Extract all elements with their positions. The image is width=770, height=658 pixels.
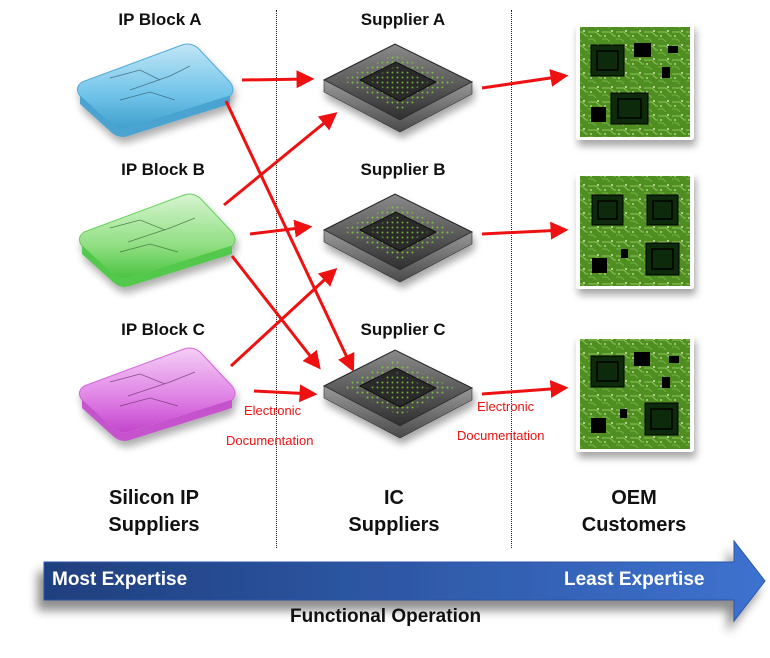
- column-oem-customers: OEM Customers: [534, 485, 734, 539]
- ip-block-b-graphic: [78, 193, 236, 287]
- supplier-b-label: Supplier B: [360, 160, 446, 179]
- arrow-ipa-to-supc: [224, 100, 355, 373]
- arrow-supa-to-oem1: [481, 69, 569, 90]
- oem-board-2-graphic: [576, 172, 694, 289]
- divider-right: [511, 10, 512, 548]
- expertise-arrow: [43, 539, 766, 623]
- least-expertise-label: Least Expertise: [564, 569, 705, 590]
- divider-left: [276, 10, 277, 548]
- ip-block-b-label: IP Block B: [121, 160, 205, 179]
- oem-board-3-graphic: [576, 335, 694, 452]
- supplier-a-label: Supplier A: [360, 10, 446, 29]
- arrow-supc-to-oem3: [481, 380, 569, 398]
- column-silicon-ip-suppliers: Silicon IP Suppliers: [54, 485, 254, 539]
- column-label-line2: Suppliers: [348, 514, 440, 536]
- arrow-ipc-to-supb: [229, 267, 338, 368]
- arrow-ipb-to-supc: [230, 255, 321, 370]
- connection-arrows: [223, 69, 569, 403]
- ip-block-c-label: IP Block C: [121, 320, 205, 339]
- oem-board-1-graphic: [576, 23, 694, 140]
- doc-annotation-right-line2: Documentation: [457, 428, 545, 443]
- column-label-line1: IC: [384, 487, 404, 509]
- arrow-ipb-to-supb: [249, 219, 313, 238]
- column-label-line2: Suppliers: [108, 514, 200, 536]
- doc-annotation-left-line2: Documentation: [226, 433, 314, 448]
- arrow-ipc-to-supc: [253, 384, 318, 403]
- doc-annotation-right-line1: Electronic: [477, 399, 535, 414]
- supplier-b-chip-graphic: [322, 193, 474, 283]
- ip-block-c-graphic: [78, 347, 236, 441]
- column-label-line2: Customers: [581, 514, 687, 536]
- functional-operation-caption: Functional Operation: [290, 606, 482, 627]
- supplier-a-chip-graphic: [322, 43, 474, 133]
- column-label-line1: Silicon IP: [108, 487, 200, 509]
- supplier-c-chip-graphic: [322, 349, 474, 439]
- most-expertise-label: Most Expertise: [52, 569, 188, 590]
- column-ic-suppliers: IC Suppliers: [294, 485, 494, 539]
- arrow-ipa-to-supa: [241, 70, 315, 89]
- column-label-line1: OEM: [611, 487, 657, 509]
- arrow-ipb-to-supa: [223, 112, 338, 207]
- arrow-supb-to-oem2: [481, 221, 569, 240]
- ip-block-a-graphic: [76, 43, 234, 137]
- ip-block-a-label: IP Block A: [118, 10, 202, 29]
- supplier-c-label: Supplier C: [360, 320, 446, 339]
- doc-annotation-left-line1: Electronic: [244, 403, 302, 418]
